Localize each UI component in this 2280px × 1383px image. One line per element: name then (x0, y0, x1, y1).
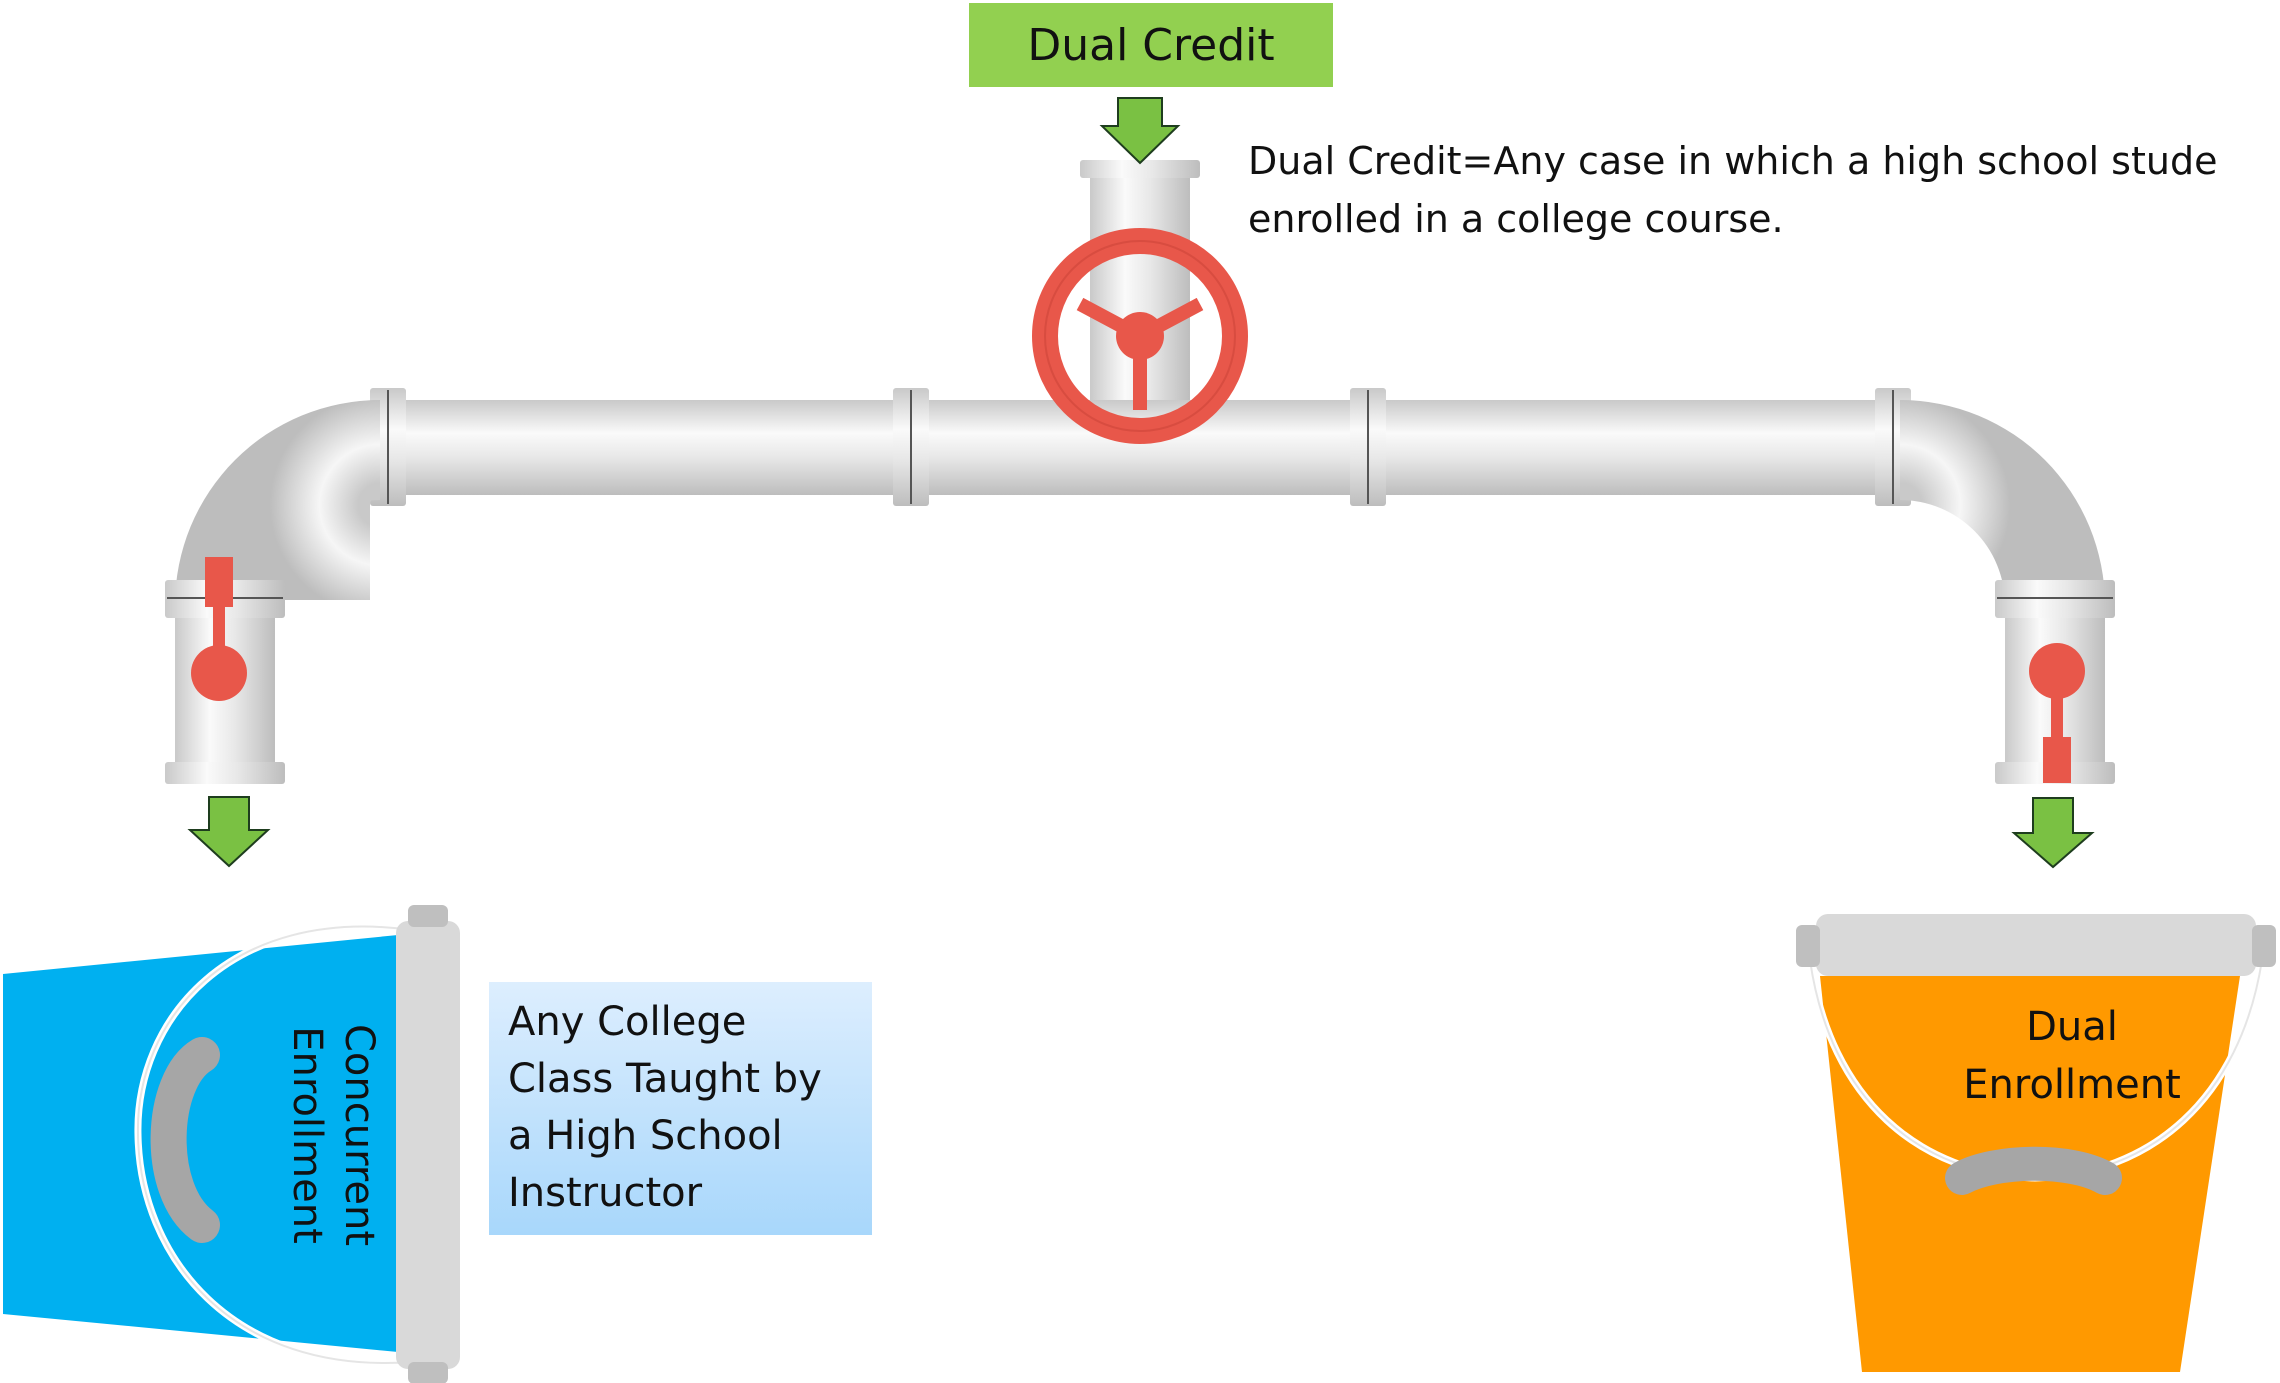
dual-label-line-2: Enrollment (1922, 1056, 2222, 1114)
right-elbow-pipe (1900, 400, 2115, 784)
arrow-to-concurrent (190, 797, 268, 866)
note-line-1: Any College (508, 994, 822, 1051)
left-elbow-pipe (165, 400, 380, 784)
concurrent-note-box: Any College Class Taught by a High Schoo… (489, 982, 872, 1235)
dual-credit-definition: Dual Credit=Any case in which a high sch… (1248, 132, 2217, 248)
dual-enrollment-label: Dual Enrollment (1922, 998, 2222, 1114)
concurrent-enrollment-label: Concurrent Enrollment (281, 1005, 385, 1265)
dual-enrollment-bucket (1796, 914, 2276, 1372)
concurrent-label-line-2: Enrollment (281, 1005, 333, 1265)
dual-credit-title-box: Dual Credit (969, 3, 1333, 87)
concurrent-bucket (3, 905, 460, 1383)
note-line-4: Instructor (508, 1165, 822, 1222)
note-line-3: a High School (508, 1108, 822, 1165)
definition-line-2: enrolled in a college course. (1248, 190, 2217, 248)
dual-credit-title: Dual Credit (1027, 20, 1274, 71)
arrow-into-pipe (1102, 98, 1178, 163)
dual-label-line-1: Dual (1922, 998, 2222, 1056)
definition-line-1: Dual Credit=Any case in which a high sch… (1248, 132, 2217, 190)
note-line-2: Class Taught by (508, 1051, 822, 1108)
concurrent-label-line-1: Concurrent (333, 1005, 385, 1265)
arrow-to-dual (2014, 798, 2092, 867)
